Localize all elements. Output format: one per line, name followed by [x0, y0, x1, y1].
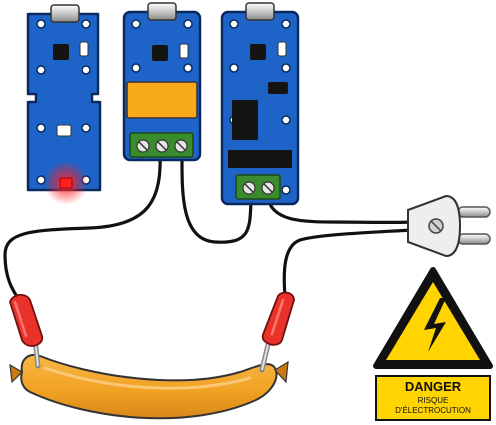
power-plug	[407, 194, 491, 258]
danger-title: DANGER	[405, 379, 462, 394]
danger-line2: D'ÉLECTROCUTION	[395, 406, 471, 415]
wire-middle-loop	[180, 148, 253, 244]
sausage-tie-left	[9, 363, 23, 384]
led-board	[26, 4, 102, 205]
alligator-clip-left	[9, 294, 44, 369]
triac	[232, 100, 258, 140]
chip	[53, 44, 69, 60]
usb-connector	[245, 2, 275, 21]
wire-plug-to-clip-right	[282, 228, 414, 298]
alligator-clip-right	[259, 291, 295, 373]
usb-connector	[50, 4, 80, 23]
danger-sign: DANGER RISQUE D'ÉLECTROCUTION	[373, 267, 493, 421]
wire-ssr-to-plug-top	[266, 196, 414, 225]
optocoupler	[228, 150, 292, 168]
button	[179, 43, 189, 59]
plug-pin-bottom	[457, 233, 491, 245]
sausage-tie-right	[274, 360, 289, 384]
relay	[126, 81, 198, 119]
chip	[152, 45, 168, 61]
chip	[250, 44, 266, 60]
led-board-pcb	[26, 12, 102, 192]
relay-board	[122, 2, 202, 162]
wire-left-loop	[3, 148, 162, 304]
danger-line1: RISQUE	[418, 396, 449, 405]
sensor	[56, 124, 72, 137]
clip-boot-right	[261, 291, 295, 346]
solid-state-relay-board	[220, 2, 300, 206]
plug-pin-top	[457, 206, 491, 218]
danger-label-box	[375, 375, 491, 421]
wires	[3, 148, 414, 304]
button	[79, 41, 89, 57]
chip-small	[268, 82, 288, 94]
button	[277, 41, 287, 57]
high-voltage-warning-icon	[424, 298, 446, 352]
red-led	[59, 177, 73, 189]
usb-connector	[147, 2, 177, 21]
sausage	[9, 354, 289, 420]
